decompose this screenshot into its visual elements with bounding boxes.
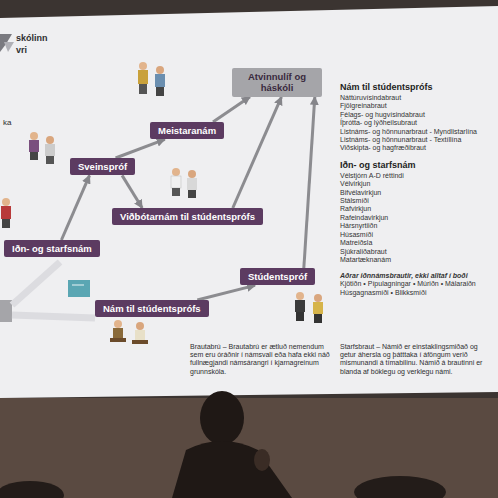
program-item: Húsgagnasmíði • Blikksmíði [340,289,492,297]
audience-head [354,476,446,498]
program-item: Bifvélavirkjun [340,189,492,197]
program-item: Húsasmíði [340,231,492,239]
program-heading: Iðn- og starfsnám [340,160,492,171]
program-heading: Nám til stúdentsprófs [340,82,492,93]
logo-text: vri [16,45,27,55]
node-text: Atvinnulíf og háskóli [240,71,314,94]
person-figure [313,294,323,323]
flow-arrow [304,97,315,268]
person-figure [110,320,126,342]
node-text: Sveinspróf [78,161,127,172]
program-item: Matreiðsla [340,239,492,247]
person-figure [29,132,39,160]
node-text: Stúdentspróf [248,271,307,282]
footnote: Starfsbraut – Námið er einstaklingsmiðað… [340,343,492,376]
audience-head [0,481,64,498]
program-item: Listnáms- og hönnunarbraut - Textíllína [340,136,492,144]
program-item: Íþrótta- og lýðheilsubraut [340,119,492,127]
stage-label: Iðn- og starfsnám [4,240,100,257]
speaker-silhouette [172,441,292,498]
start-box [0,300,12,322]
logo-text: ka [3,118,11,127]
logo-mark [4,42,14,52]
program-item: Félags- og hugvísindabraut [340,111,492,119]
person-figure [155,66,165,96]
stage-label: Sveinspróf [70,158,135,175]
program-item: Kjötiðn • Pípulagningar • Múriðn • Málar… [340,280,492,288]
flow-arrow [213,97,250,122]
speaker-hand [254,449,270,471]
node-text: Iðn- og starfsnám [12,243,92,254]
projection-screen [0,6,498,398]
path-strip [12,262,95,318]
program-heading: Aðrar iðnnámsbrautir, ekki alltaf í boði [340,271,492,280]
speaker-silhouette [200,391,244,445]
flow-arrow [122,175,142,208]
footnote: Brautabrú – Brautabrú er ætluð nemendum … [190,343,330,376]
stage-label: Meistaranám [150,122,224,139]
program-item: Hársnyrtiiðn [340,222,492,230]
person-figure [132,322,148,344]
program-item: Vélstjórn A-D réttindi [340,172,492,180]
program-item: Vélvirkjun [340,180,492,188]
stage-label: Stúdentspróf [240,268,315,285]
program-list: Nám til stúdentsprófsNáttúruvísindabraut… [340,82,492,297]
program-item: Náttúruvísindabraut [340,94,492,102]
person-figure [295,292,305,321]
stage-label: Viðbótarnám til stúdentsprófs [112,208,263,225]
node-text: Viðbótarnám til stúdentsprófs [120,211,255,222]
destination-box: Atvinnulíf og háskóli [232,68,322,97]
program-item: Sjúkraliðabraut [340,248,492,256]
program-item: Rafeindavirkjun [340,214,492,222]
program-item: Matartæknanám [340,256,492,264]
person-figure [138,62,148,94]
person-figure [1,198,11,228]
flow-arrow [61,175,89,240]
program-item: Rafvirkjun [340,205,492,213]
person-figure [45,136,55,164]
node-text: Meistaranám [158,125,216,136]
chalkboard-icon [68,280,90,297]
person-figure [171,168,181,196]
node-text: Nám til stúdentsprófs [103,303,201,314]
flow-arrow [197,285,255,300]
program-item: Fjölgreinabraut [340,102,492,110]
flow-arrow [116,139,165,158]
program-item: Listnáms- og hönnunarbraut - Myndlistarl… [340,128,492,136]
chalkboard-icon [72,285,84,286]
program-item: Viðskipta- og hagfræðibraut [340,144,492,152]
flow-arrow [233,97,282,208]
person-figure [187,170,197,198]
program-item: Stálsmíði [340,197,492,205]
logo-text: skólinn [16,33,48,43]
stage-label: Nám til stúdentsprófs [95,300,209,317]
